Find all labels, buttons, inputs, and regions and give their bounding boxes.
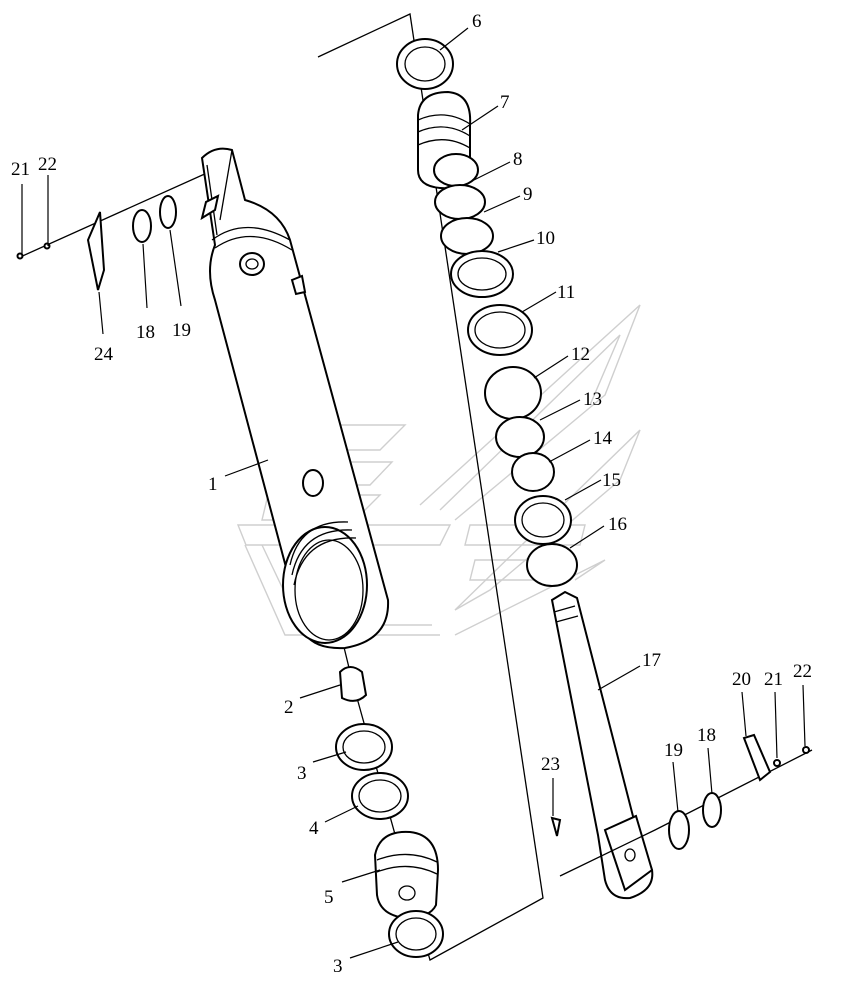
callout-17: 17 bbox=[642, 650, 661, 671]
callout-14: 14 bbox=[593, 428, 613, 449]
callout-15: 15 bbox=[602, 470, 621, 491]
callout-18: 18 bbox=[697, 725, 716, 746]
callout-18: 18 bbox=[136, 322, 155, 343]
callout-7: 7 bbox=[500, 92, 510, 113]
callout-11: 11 bbox=[557, 282, 575, 303]
callout-13: 13 bbox=[583, 389, 602, 410]
callout-4: 4 bbox=[309, 818, 319, 839]
callout-23: 23 bbox=[541, 754, 560, 775]
callout-12: 12 bbox=[571, 344, 590, 365]
callout-24: 24 bbox=[94, 344, 114, 365]
right-pin-parts bbox=[550, 733, 813, 877]
callout-10: 10 bbox=[536, 228, 555, 249]
callout-5: 5 bbox=[324, 887, 334, 908]
lower-parts bbox=[335, 666, 444, 958]
callout-21: 21 bbox=[764, 669, 783, 690]
seal-stack bbox=[396, 38, 578, 587]
callout-3: 3 bbox=[333, 956, 343, 977]
callout-2: 2 bbox=[284, 697, 294, 718]
callout-22: 22 bbox=[38, 154, 57, 175]
callout-20: 20 bbox=[732, 669, 751, 690]
callout-16: 16 bbox=[608, 514, 627, 535]
leader-lines bbox=[21, 27, 806, 959]
callout-22: 22 bbox=[793, 661, 812, 682]
callout-3: 3 bbox=[297, 763, 307, 784]
callout-labels: 1 2 3 3 4 5 6 7 8 9 10 11 12 13 14 15 16… bbox=[11, 11, 812, 977]
piston-rod bbox=[550, 590, 654, 900]
cylinder-barrel bbox=[200, 147, 390, 650]
left-pin-axis-line bbox=[17, 167, 219, 259]
callout-19: 19 bbox=[172, 320, 191, 341]
callout-9: 9 bbox=[523, 184, 533, 205]
callout-1: 1 bbox=[208, 474, 218, 495]
left-pin-parts bbox=[16, 194, 220, 291]
callout-19: 19 bbox=[664, 740, 683, 761]
callout-21: 21 bbox=[11, 159, 30, 180]
callout-6: 6 bbox=[472, 11, 482, 32]
callout-8: 8 bbox=[513, 149, 523, 170]
